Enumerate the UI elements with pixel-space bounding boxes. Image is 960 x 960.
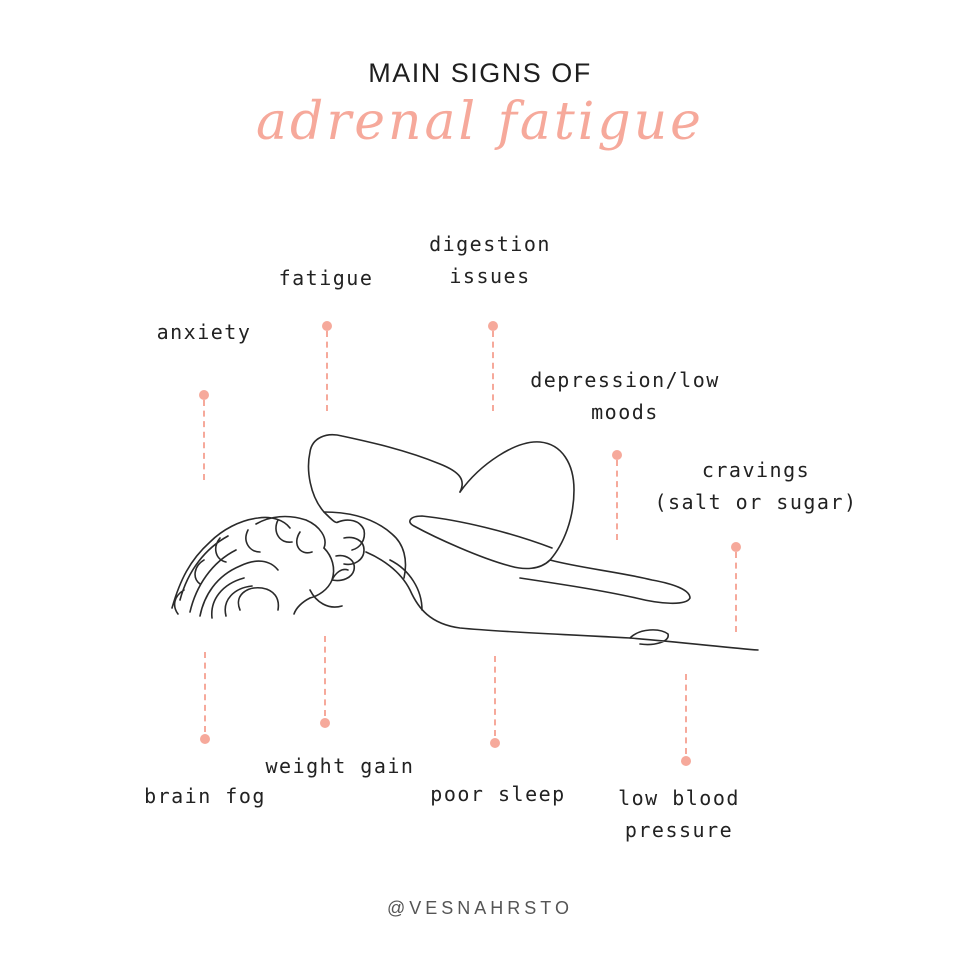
label-digestion-line2: issues [449,264,531,288]
label-depression-line1: depression/low [530,368,720,392]
connector-brain-fog [200,652,210,744]
connector-brain-fog-dot [200,734,210,744]
title-script: adrenal fatigue [256,92,704,152]
label-cravings: cravings (salt or sugar) [648,454,864,518]
label-cravings-line1: cravings [701,458,811,482]
label-anxiety-text: anxiety [156,320,252,344]
label-depression: depression/low moods [512,364,738,428]
connector-depression [612,450,622,542]
connector-low-bp-dot [681,756,691,766]
connector-low-bp [681,674,691,766]
connector-depression-dot [612,450,622,460]
label-anxiety: anxiety [140,316,268,348]
back-outline [307,434,464,524]
label-weight-gain: weight gain [250,750,430,782]
torso-outline [323,511,423,611]
connector-digestion [488,321,498,413]
connector-digestion-line [492,331,494,411]
hip-outline [365,551,759,651]
label-brain-fog: brain fog [130,780,280,812]
connector-fatigue-dot [322,321,332,331]
legs-outline [409,441,691,605]
connector-poor-sleep-line [494,656,496,736]
title-main: MAIN SIGNS OF [368,58,592,88]
connector-poor-sleep-dot [490,738,500,748]
label-digestion-issues: digestion issues [410,228,570,292]
label-fatigue: fatigue [262,262,390,294]
label-weight-gain-text: weight gain [265,754,415,778]
connector-depression-line [616,460,618,540]
connector-low-bp-line [685,674,687,754]
connector-weight-gain-line [324,636,326,716]
connector-weight-gain-dot [320,718,330,728]
label-poor-sleep-text: poor sleep [430,782,566,806]
label-poor-sleep: poor sleep [416,778,580,810]
label-depression-line2: moods [591,400,659,424]
connector-fatigue-line [326,331,328,411]
label-low-bp-line1: low blood [618,786,740,810]
label-low-blood-pressure: low blood pressure [604,782,754,846]
connector-anxiety-dot [199,390,209,400]
connector-cravings-line [735,552,737,632]
hair-curls [171,515,326,619]
label-cravings-line2: (salt or sugar) [654,490,858,514]
connector-brain-fog-line [204,652,206,732]
label-digestion-line1: digestion [429,232,551,256]
woman-lying-illustration [171,434,759,651]
connector-cravings-dot [731,542,741,552]
connector-poor-sleep [490,656,500,748]
connector-fatigue [322,321,332,413]
connector-anxiety-line [203,400,205,480]
connector-anxiety [199,390,209,482]
author-handle: @VESNAHRSTO [387,898,573,918]
label-low-bp-line2: pressure [624,818,734,842]
label-fatigue-text: fatigue [278,266,374,290]
label-brain-fog-text: brain fog [144,784,266,808]
connector-cravings [731,542,741,634]
connector-weight-gain [320,636,330,728]
connector-digestion-dot [488,321,498,331]
hands [309,519,366,608]
